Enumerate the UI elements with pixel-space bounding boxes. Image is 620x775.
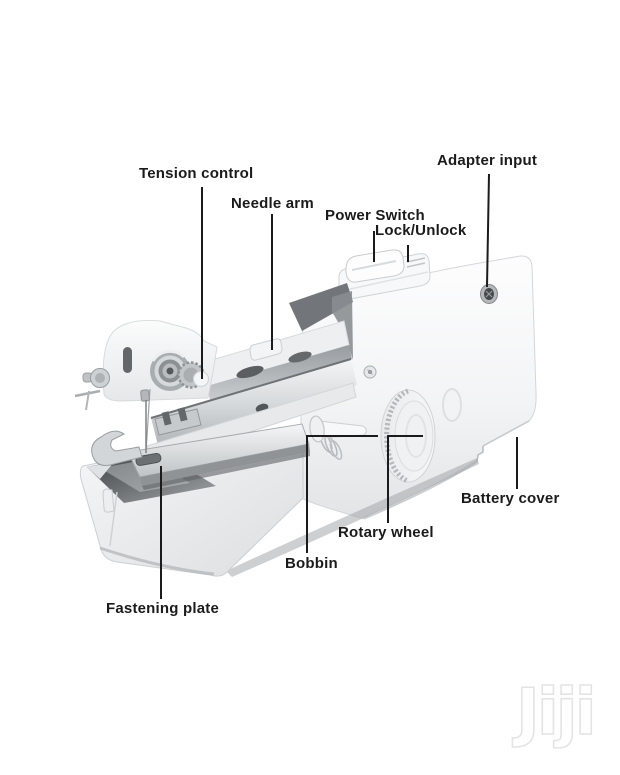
needle-bracket (154, 407, 202, 436)
label-lock-unlock: Lock/Unlock (375, 222, 467, 239)
head-left-bolt (82, 368, 110, 388)
label-power-switch: Power Switch (325, 207, 425, 224)
bobbin-line (306, 435, 378, 553)
body-molded-circle (442, 388, 462, 422)
callout-lines (160, 173, 518, 599)
jiji-watermark: Jiji (512, 676, 594, 750)
machine-head (74, 320, 218, 453)
label-rotary-wheel: Rotary wheel (338, 524, 434, 541)
base-latch (102, 488, 115, 513)
machine-body (300, 249, 537, 520)
label-battery-cover: Battery cover (461, 490, 560, 507)
label-fastening-plate: Fastening plate (106, 600, 220, 617)
adapter-input-line (486, 173, 490, 288)
adapter-input-port (480, 284, 498, 304)
needle-arm-clip (249, 338, 283, 361)
battery-cover-seam (476, 420, 530, 463)
presser-foot (91, 430, 143, 466)
machine-base (79, 389, 479, 577)
rotary-wheel-line (387, 435, 423, 523)
label-tension-control: Tension control (139, 165, 254, 182)
label-adapter-input: Adapter input (437, 152, 538, 169)
label-needle-arm: Needle arm (231, 195, 314, 212)
fastening-plate-part (127, 423, 310, 490)
body-screw (363, 365, 377, 379)
needle (140, 389, 150, 453)
label-bobbin: Bobbin (285, 555, 338, 572)
